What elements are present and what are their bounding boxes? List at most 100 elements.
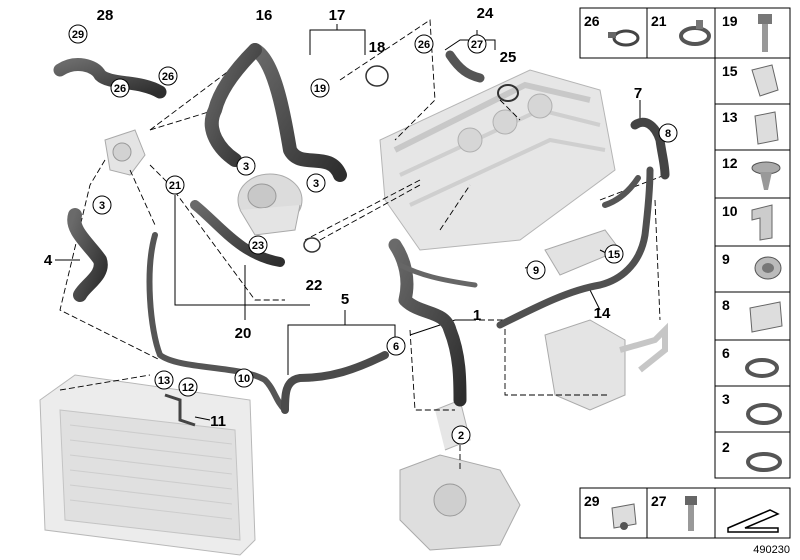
svg-text:9: 9 <box>533 265 539 277</box>
callout-5: 5 <box>341 291 349 308</box>
hose-28 <box>53 58 167 99</box>
hose-5 <box>281 351 389 414</box>
clip-nut-icon <box>611 503 637 530</box>
part-label-8: 8 <box>722 297 730 313</box>
expanding-rivet-icon <box>751 161 781 190</box>
callout-2-circle: 2 <box>451 425 471 445</box>
double-clip-icon <box>749 301 783 333</box>
svg-text:26: 26 <box>114 83 126 95</box>
part-cell-9: 9 <box>722 251 782 280</box>
callout-26-circle-b: 26 <box>110 78 130 98</box>
callout-25: 25 <box>500 49 517 66</box>
svg-text:12: 12 <box>182 382 194 394</box>
parts-panel: 26 21 19 15 13 12 10 9 8 <box>579 7 791 556</box>
bolt-icon <box>685 496 697 531</box>
callout-22: 22 <box>306 277 323 294</box>
callout-3-circle-b: 3 <box>306 173 326 193</box>
part-cell-2: 2 <box>722 439 782 472</box>
thermostat-housing <box>104 129 146 176</box>
callout-4: 4 <box>44 252 53 269</box>
part-cell-6: 6 <box>722 345 779 378</box>
part-cell-27: 27 <box>651 493 697 531</box>
part-label-19: 19 <box>722 13 738 29</box>
svg-text:15: 15 <box>608 249 620 261</box>
svg-text:23: 23 <box>252 240 264 252</box>
callout-18: 18 <box>369 39 386 56</box>
part-label-10: 10 <box>722 203 738 219</box>
svg-text:3: 3 <box>99 200 105 212</box>
callout-19-circle: 19 <box>310 78 330 98</box>
hose-clamp-icon <box>608 29 640 47</box>
callout-8-circle: 8 <box>658 123 678 143</box>
part-cell-19: 19 <box>722 13 772 52</box>
svg-text:13: 13 <box>158 375 170 387</box>
hose-4 <box>67 208 108 302</box>
holder-clip-icon <box>751 64 779 97</box>
callout-3-circle-c: 3 <box>92 195 112 215</box>
svg-text:6: 6 <box>393 341 399 353</box>
o-ring-25 <box>497 84 519 102</box>
callout-14: 14 <box>594 305 611 322</box>
part-cell-21: 21 <box>651 13 711 46</box>
screw-icon <box>758 14 772 52</box>
engine-block <box>379 69 616 251</box>
callout-1: 1 <box>473 307 481 324</box>
callout-13-circle: 13 <box>154 370 174 390</box>
hose-7 <box>630 117 670 180</box>
hoses <box>53 43 670 414</box>
bracket-11 <box>164 393 196 427</box>
svg-text:8: 8 <box>665 128 671 140</box>
part-label-6: 6 <box>722 345 730 361</box>
part-cell-15: 15 <box>722 63 779 97</box>
hose-16b <box>204 43 262 167</box>
part-cell-13: 13 <box>722 109 779 145</box>
callout-26-circle-c: 26 <box>414 34 434 54</box>
callout-10-circle: 10 <box>234 368 254 388</box>
callout-3-circle-a: 3 <box>236 156 256 176</box>
callout-7: 7 <box>634 85 642 102</box>
hose-clamp-icon <box>745 358 779 378</box>
callout-12-circle: 12 <box>178 377 198 397</box>
part-cell-8: 8 <box>722 297 783 333</box>
svg-text:3: 3 <box>313 178 319 190</box>
svg-text:21: 21 <box>169 180 181 192</box>
svg-text:2: 2 <box>458 430 464 442</box>
arrow-symbol-icon <box>727 509 780 533</box>
svg-text:26: 26 <box>418 39 430 51</box>
svg-text:10: 10 <box>238 373 250 385</box>
part-cell-12: 12 <box>722 155 781 190</box>
callout-6-circle: 6 <box>386 336 406 356</box>
callout-29-circle: 29 <box>68 24 88 44</box>
o-ring-18 <box>365 65 389 87</box>
part-label-26: 26 <box>584 13 600 29</box>
svg-text:19: 19 <box>314 83 326 95</box>
part-cell-3: 3 <box>722 391 782 425</box>
hose-1 <box>388 238 467 407</box>
bracket-icon <box>751 204 773 241</box>
reference-number: 490230 <box>753 544 790 556</box>
part-label-21: 21 <box>651 13 667 29</box>
callout-24: 24 <box>477 5 494 22</box>
part-label-13: 13 <box>722 109 738 125</box>
svg-text:27: 27 <box>471 39 483 51</box>
hose-14 <box>496 166 654 329</box>
spring-clamp-icon <box>679 20 711 46</box>
part-label-2: 2 <box>722 439 730 455</box>
circled-callouts: 29 26 26 19 26 27 8 3 3 3 21 23 9 15 6 1… <box>68 24 678 445</box>
expansion-tank <box>544 319 668 411</box>
hose-24 <box>445 50 485 83</box>
svg-text:26: 26 <box>162 71 174 83</box>
radiator <box>39 374 256 556</box>
part-label-15: 15 <box>722 63 738 79</box>
hose-10 <box>146 232 288 413</box>
callout-16: 16 <box>256 7 273 24</box>
part-cell-26: 26 <box>584 13 640 47</box>
leader-lines <box>59 19 666 470</box>
hose-clamp-icon <box>746 452 782 472</box>
plain-callouts: 28 16 17 18 24 25 7 4 22 20 5 1 14 11 <box>44 5 642 430</box>
callout-17: 17 <box>329 7 346 24</box>
callout-27-circle: 27 <box>467 34 487 54</box>
callout-20: 20 <box>235 325 252 342</box>
